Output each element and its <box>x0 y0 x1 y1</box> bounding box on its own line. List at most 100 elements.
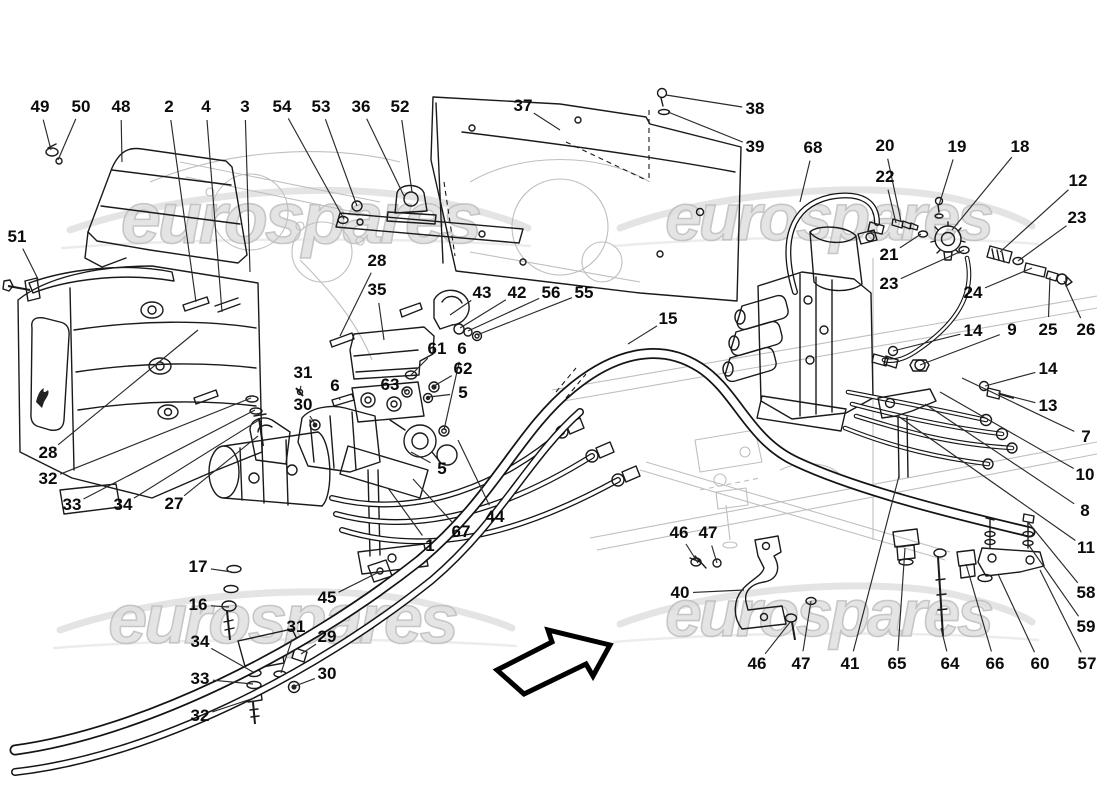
leader-line-34-52 <box>211 647 254 673</box>
part-callout-11-32: 11 <box>1077 538 1095 557</box>
part-callout-15-67: 15 <box>658 309 678 328</box>
leader-line-57-35 <box>1039 569 1082 653</box>
part-callout-68-13: 68 <box>803 138 823 157</box>
part-callout-61-68: 61 <box>427 339 447 358</box>
leader-line-42-64 <box>459 299 507 329</box>
leader-line-31-49 <box>280 639 293 674</box>
part-callout-5-76: 5 <box>437 459 447 478</box>
part-callout-60-36: 60 <box>1030 654 1050 673</box>
part-callout-31-74: 31 <box>293 363 313 382</box>
leader-line-45-46 <box>338 572 378 593</box>
part-callout-26-24: 26 <box>1076 320 1096 339</box>
part-callout-36-8: 36 <box>351 97 371 116</box>
mount-hardware-left <box>245 395 291 465</box>
nut-53 <box>351 200 363 212</box>
leader-line-68-13 <box>799 160 811 203</box>
leader-line-4-4 <box>206 119 223 313</box>
part-callout-45-46: 45 <box>317 588 337 607</box>
part-callout-28-56: 28 <box>38 443 58 462</box>
leader-line-52-9 <box>401 119 413 193</box>
part-callout-49-0: 49 <box>30 97 50 116</box>
leader-line-19-15 <box>938 159 954 206</box>
leader-line-61-68 <box>410 357 429 376</box>
leader-line-28-56 <box>57 329 199 446</box>
leader-line-63-72 <box>402 388 408 392</box>
leader-line-20-14 <box>887 158 902 222</box>
part-callout-55-66: 55 <box>574 283 594 302</box>
leader-line-29-47 <box>300 643 317 655</box>
leader-line-50-1 <box>57 118 77 161</box>
braided-hose <box>339 445 429 499</box>
leader-line-18-16 <box>951 156 1013 231</box>
leader-line-44-77 <box>457 439 490 506</box>
part-callout-29-47: 29 <box>317 627 337 646</box>
leader-line-51-55 <box>22 248 39 280</box>
bracket-57 <box>977 547 1045 577</box>
leader-line-5-76 <box>410 451 431 464</box>
part-callout-24-22: 24 <box>963 283 983 302</box>
clutch-pipe-15 <box>9 348 1036 776</box>
part-callout-2-3: 2 <box>164 97 174 116</box>
leader-line-46-42 <box>764 620 792 655</box>
leader-line-30-48 <box>294 678 316 687</box>
leader-line-8-31 <box>924 403 1075 505</box>
part-callout-50-1: 50 <box>71 97 91 116</box>
part-callout-20-14: 20 <box>875 136 895 155</box>
leader-line-40-43 <box>692 589 745 593</box>
part-callout-19-15: 19 <box>947 137 967 156</box>
part-callout-41-40: 41 <box>840 654 860 673</box>
leader-line-22-17 <box>887 189 897 224</box>
leader-line-3-5 <box>244 119 251 273</box>
leader-line-33-58 <box>83 409 256 500</box>
part-callout-47-45: 47 <box>698 523 718 542</box>
watermark-text: eurospares <box>665 576 992 650</box>
part-callout-14-25: 14 <box>963 321 983 340</box>
part-callout-56-65: 56 <box>541 283 561 302</box>
part-callout-14-27: 14 <box>1038 359 1058 378</box>
part-callout-65-39: 65 <box>887 654 907 673</box>
leader-line-47-45 <box>711 545 718 564</box>
leader-line-10-30 <box>939 391 1074 469</box>
leader-line-56-65 <box>467 297 540 332</box>
leader-line-27-60 <box>183 435 259 497</box>
part-callout-12-18: 12 <box>1068 171 1088 190</box>
leader-line-35-62 <box>378 302 385 341</box>
support-strip <box>335 184 524 244</box>
part-callout-16-50: 16 <box>188 595 208 614</box>
leader-line-6-73 <box>338 398 341 401</box>
part-callout-46-44: 46 <box>669 523 689 542</box>
part-callout-23-21: 23 <box>879 274 899 293</box>
part-callout-5-71: 5 <box>458 383 468 402</box>
part-callout-53-7: 53 <box>311 97 331 116</box>
leader-line-21-20 <box>899 233 922 249</box>
hydraulic-power-unit <box>722 192 1073 470</box>
part-callout-35-62: 35 <box>367 280 387 299</box>
part-callout-66-37: 66 <box>985 654 1005 673</box>
background-engine-sketch <box>149 151 1098 561</box>
leader-line-26-24 <box>1063 280 1082 319</box>
leader-line-66-37 <box>965 563 992 652</box>
clamp-43 <box>433 289 483 342</box>
part-callout-22-17: 22 <box>875 167 895 186</box>
part-callout-34-59: 34 <box>113 495 133 514</box>
leader-line-14-27 <box>984 371 1036 387</box>
part-callout-48-2: 48 <box>111 97 131 116</box>
part-callout-47-41: 47 <box>791 654 811 673</box>
part-callout-9-26: 9 <box>1007 320 1017 339</box>
part-callout-6-69: 6 <box>457 339 467 358</box>
leader-line-53-7 <box>324 119 358 207</box>
part-callout-13-28: 13 <box>1038 396 1058 415</box>
leader-line-59-34 <box>1027 543 1080 617</box>
leader-line-12-18 <box>999 189 1069 253</box>
part-callout-63-72: 63 <box>380 375 400 394</box>
clamp-52 <box>394 184 428 214</box>
part-callout-64-38: 64 <box>940 654 960 673</box>
part-callout-54-6: 54 <box>272 97 292 116</box>
part-callout-6-73: 6 <box>330 376 340 395</box>
part-callout-52-9: 52 <box>390 97 410 116</box>
part-callout-58-33: 58 <box>1076 583 1096 602</box>
part-callout-40-43: 40 <box>670 583 690 602</box>
part-callout-33-53: 33 <box>190 669 210 688</box>
leader-line-38-11 <box>665 94 743 108</box>
bottom-right-mounts <box>877 388 1045 637</box>
